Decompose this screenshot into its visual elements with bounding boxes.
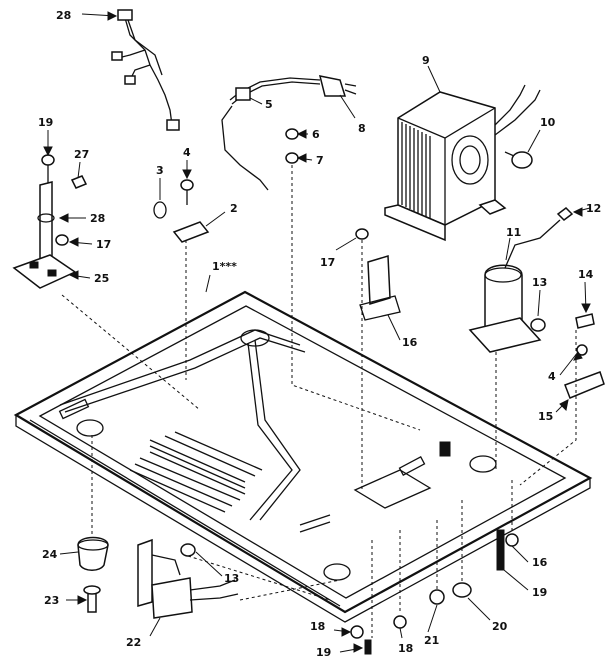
callout-14: 14 [578,268,594,281]
callout-11: 11 [506,226,521,239]
transformer-fins [401,122,431,219]
callout-13: 13 [532,276,547,289]
mounting-bracket [137,538,239,619]
callout-2: 2 [230,202,238,215]
callout-12: 12 [586,202,601,215]
right-small-parts [530,313,605,399]
bottom-screws [350,529,519,655]
callout-28: 28 [56,9,71,22]
callout-8: 8 [358,122,366,135]
mounting-hole [323,563,351,581]
callout-17: 17 [96,238,111,251]
callout-16: 16 [402,336,418,349]
callout-13-bracket: 13 [224,572,239,585]
wire-harness [111,9,180,131]
callout-9: 9 [422,54,430,67]
callout-1: 1*** [212,260,237,273]
callout-19-bottom: 19 [316,646,331,659]
callout-22: 22 [126,636,141,649]
callout-28-bracket: 28 [90,212,105,225]
interlock-switch [359,255,401,321]
fastener-parts [153,128,369,243]
mounting-hole [76,419,104,437]
transformer [384,84,541,242]
capacitor [468,207,574,353]
callout-4-right: 4 [548,370,556,383]
callout-6: 6 [312,128,320,141]
callout-21: 21 [424,634,439,647]
callout-18: 18 [310,620,325,633]
callout-19-right: 19 [532,586,547,599]
callout-3: 3 [156,164,164,177]
base-plate [13,290,593,623]
mounting-hole [469,455,497,473]
power-cord [221,75,357,191]
vent-slots [129,431,263,513]
callout-labels: 28 9 19 27 3 4 5 6 7 8 10 28 2 17 17 12 … [38,9,601,659]
left-bracket-assembly [12,154,88,289]
callout-18-lower: 18 [398,642,413,655]
callout-10: 10 [540,116,556,129]
callout-20: 20 [492,620,508,633]
callout-25: 25 [94,272,109,285]
arrowheads [43,11,591,653]
callout-16-bottom: 16 [532,556,548,569]
callout-19: 19 [38,116,53,129]
callout-23: 23 [44,594,59,607]
callout-5: 5 [265,98,273,111]
foot-assembly [77,536,109,613]
mounting-hole [240,329,270,347]
callout-7: 7 [316,154,324,167]
callout-17-switch: 17 [320,256,335,269]
callout-24: 24 [42,548,58,561]
callout-27: 27 [74,148,89,161]
callout-4: 4 [183,146,191,159]
thermal-cutout [504,151,533,169]
callout-15: 15 [538,410,553,423]
